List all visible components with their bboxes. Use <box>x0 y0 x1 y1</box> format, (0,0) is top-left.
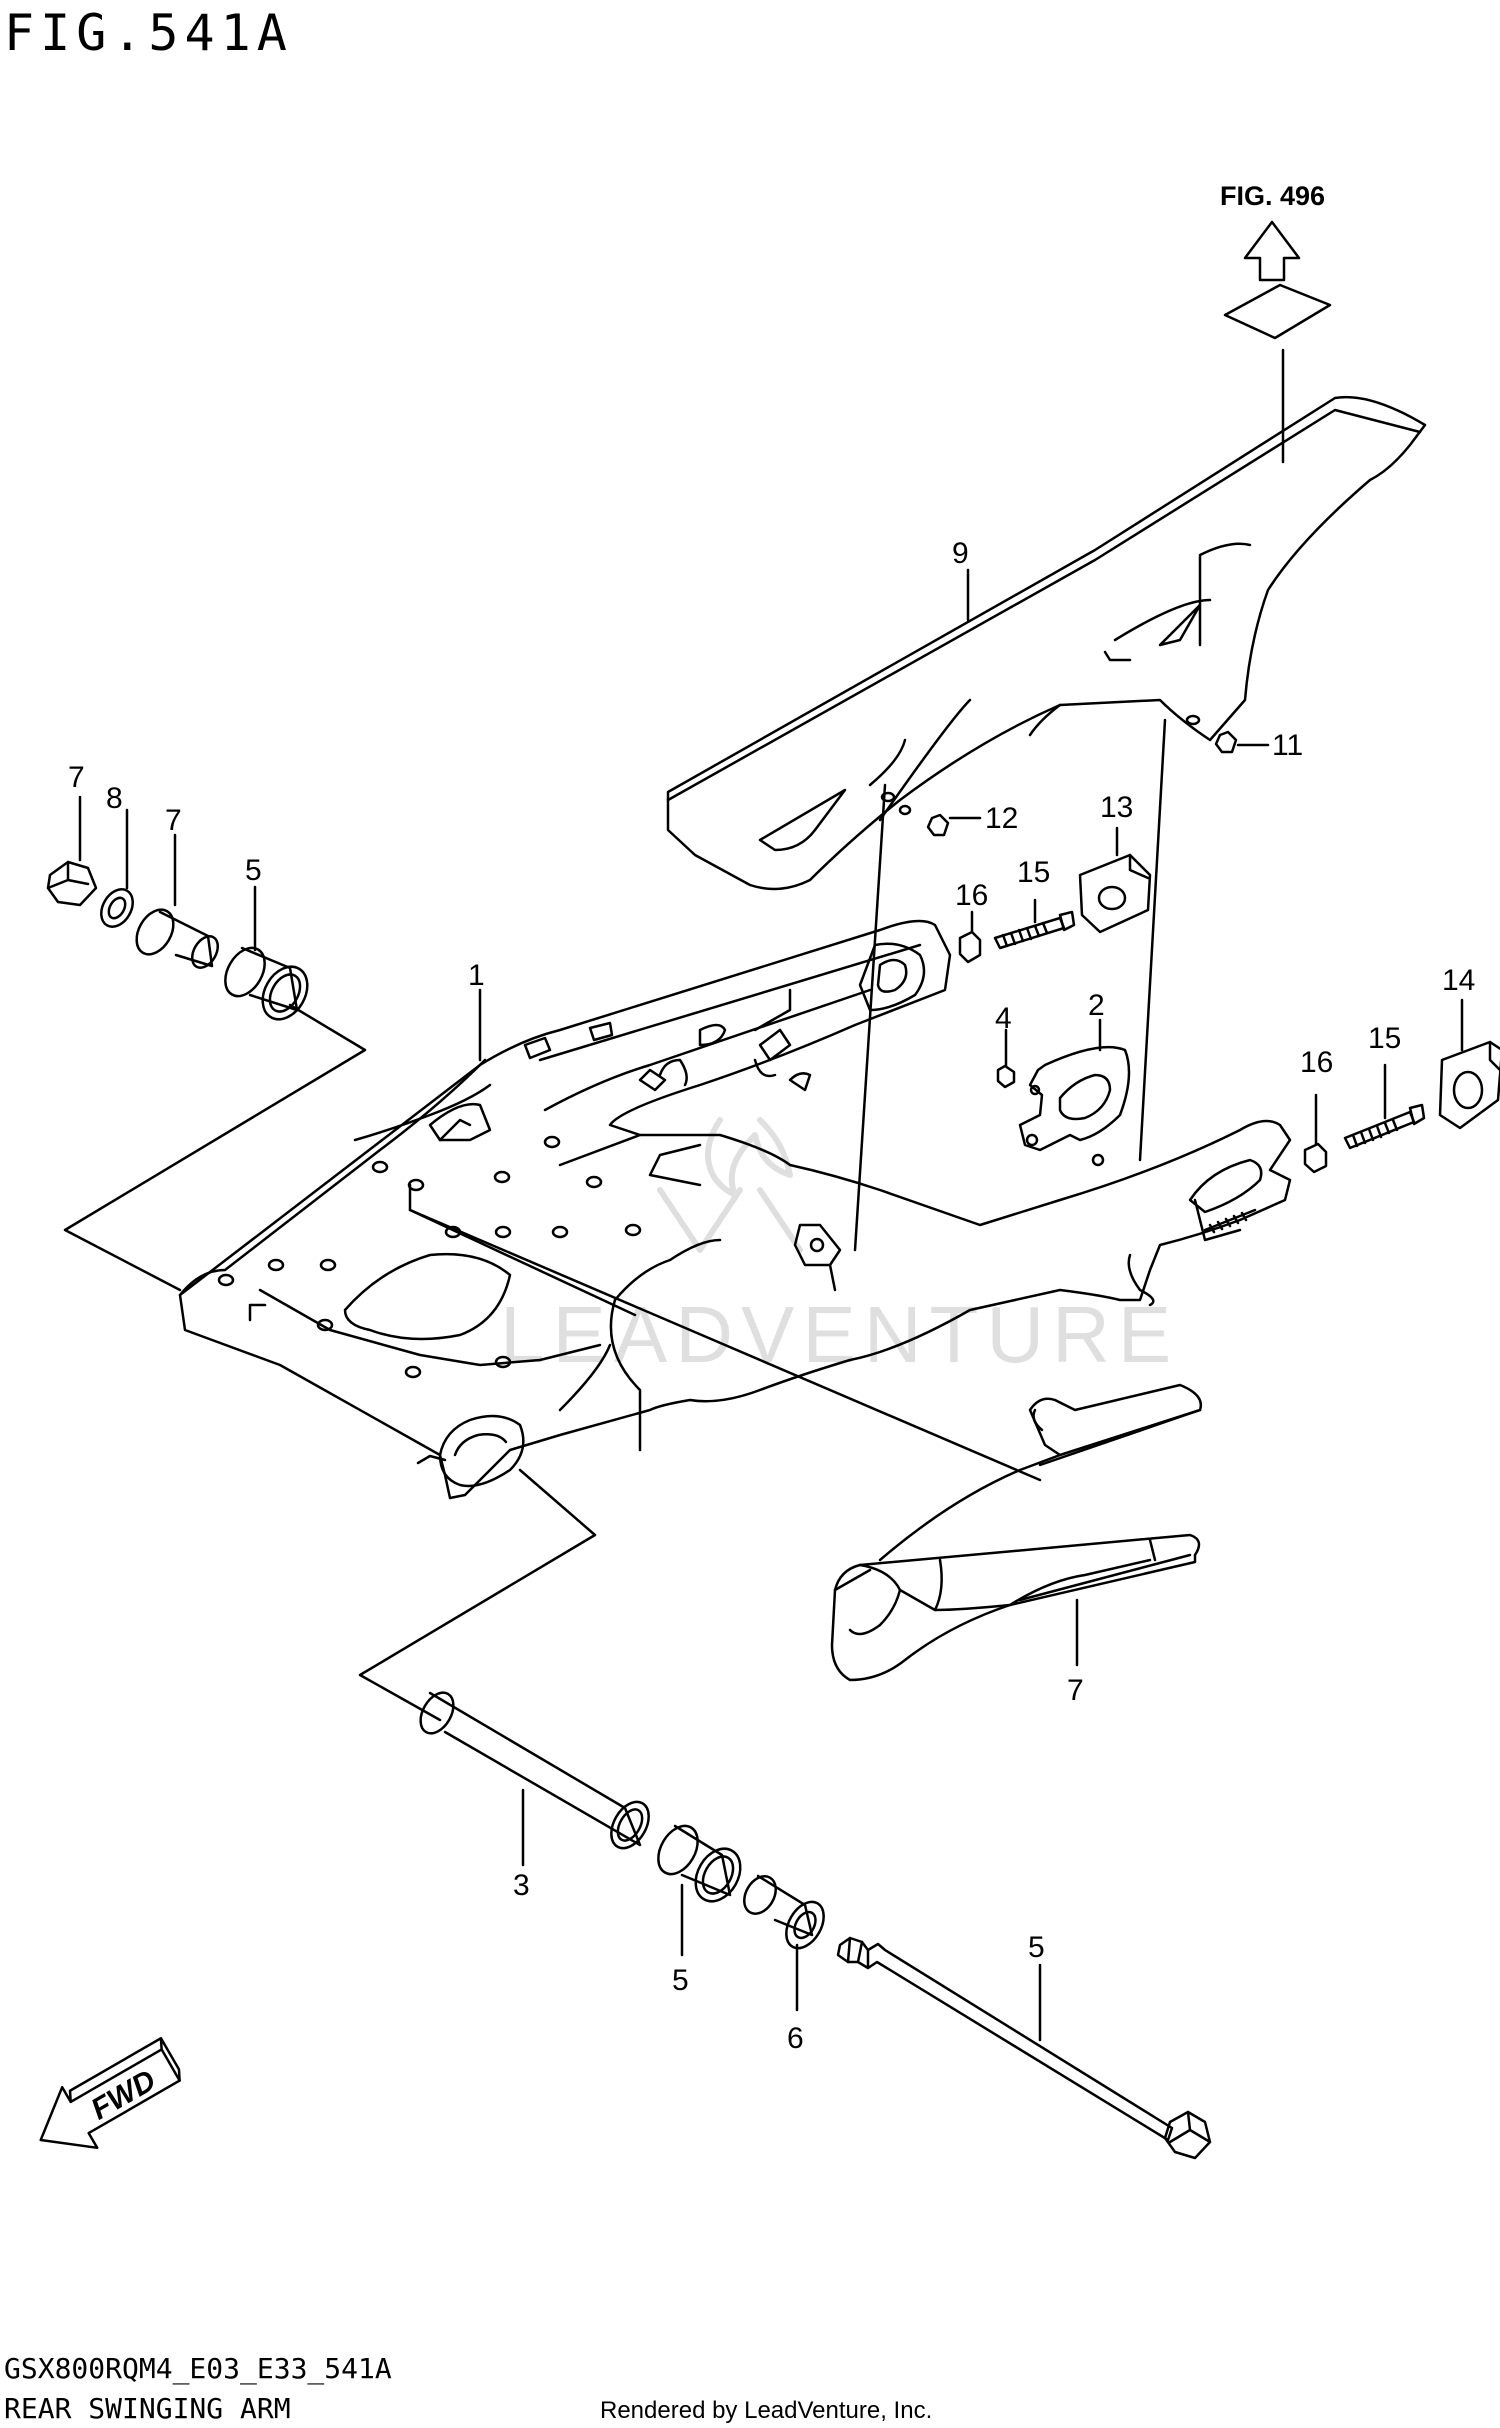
pivot-sleeve <box>419 1691 650 1850</box>
figure-caption: REAR SWINGING ARM <box>4 2392 291 2425</box>
callout-10: 8 <box>106 782 123 815</box>
callout-13: 13 <box>1100 791 1133 824</box>
chain-adjuster-plate <box>1018 1045 1131 1167</box>
callout-7-right: 6 <box>787 2022 804 2055</box>
callout-5-right: 5 <box>672 1964 689 1997</box>
callout-16-left: 16 <box>955 879 988 912</box>
callout-15-right: 15 <box>1368 1022 1401 1055</box>
callout-16-right: 16 <box>1300 1046 1333 1079</box>
watermark-logo-icon <box>657 1117 803 1253</box>
model-code: GSX800RQM4_E03_E33_541A <box>4 2352 392 2386</box>
bushing-right <box>657 1824 742 1903</box>
bushing-left <box>224 946 309 1021</box>
lock-nut-right <box>1303 1142 1328 1174</box>
swingarm-holes <box>217 1135 642 1379</box>
callout-12-front: 12 <box>985 802 1018 835</box>
chain-buffer <box>830 1383 1203 1682</box>
callout-8: 7 <box>1067 1674 1084 1707</box>
case-bolt-rear <box>1185 714 1270 754</box>
figure-title: FIG.541A <box>4 4 293 62</box>
pivot-nut <box>46 860 98 907</box>
leader-case-left <box>853 783 887 1252</box>
leader-case-right <box>1138 718 1167 1162</box>
case-bolt-front <box>880 791 982 837</box>
callout-14: 14 <box>1442 964 1475 997</box>
callout-1: 1 <box>468 959 485 992</box>
callout-3: 3 <box>513 1869 530 1902</box>
callout-4: 4 <box>995 1002 1012 1035</box>
adjuster-block-left <box>1078 853 1152 934</box>
callout-11: 9 <box>952 537 969 570</box>
callout-2: 2 <box>1088 989 1105 1022</box>
assembly-outline <box>63 1003 1042 1722</box>
collar-left <box>135 908 220 969</box>
chain-case <box>666 395 1427 891</box>
render-credit: Rendered by LeadVenture, Inc. <box>600 2397 932 2424</box>
callout-5-left: 5 <box>245 854 262 887</box>
reference-fig-label: FIG. 496 <box>1220 181 1325 211</box>
adjuster-bolt <box>996 1064 1016 1089</box>
lock-nut-left <box>958 930 982 964</box>
washer <box>100 888 134 928</box>
collar-right <box>743 1874 825 1950</box>
pivot-shaft <box>836 1936 1212 2160</box>
adjuster-screw-right <box>1343 1103 1426 1150</box>
callout-15-left: 15 <box>1017 856 1050 889</box>
up-arrow-icon <box>1243 220 1301 282</box>
reference-chip-icon <box>1223 283 1332 340</box>
fwd-arrow-icon: FWD <box>39 2037 181 2150</box>
adjuster-block-right <box>1438 1040 1500 1130</box>
callout-7-left: 7 <box>165 804 182 837</box>
watermark-text: LEADVENTURE <box>500 1290 1179 1379</box>
callout-9: 7 <box>68 761 85 794</box>
callout-12-rear: 11 <box>1272 729 1303 762</box>
callout-6: 5 <box>1028 1931 1045 1964</box>
adjuster-screw-left <box>993 910 1076 950</box>
swingarm <box>178 919 1292 1500</box>
